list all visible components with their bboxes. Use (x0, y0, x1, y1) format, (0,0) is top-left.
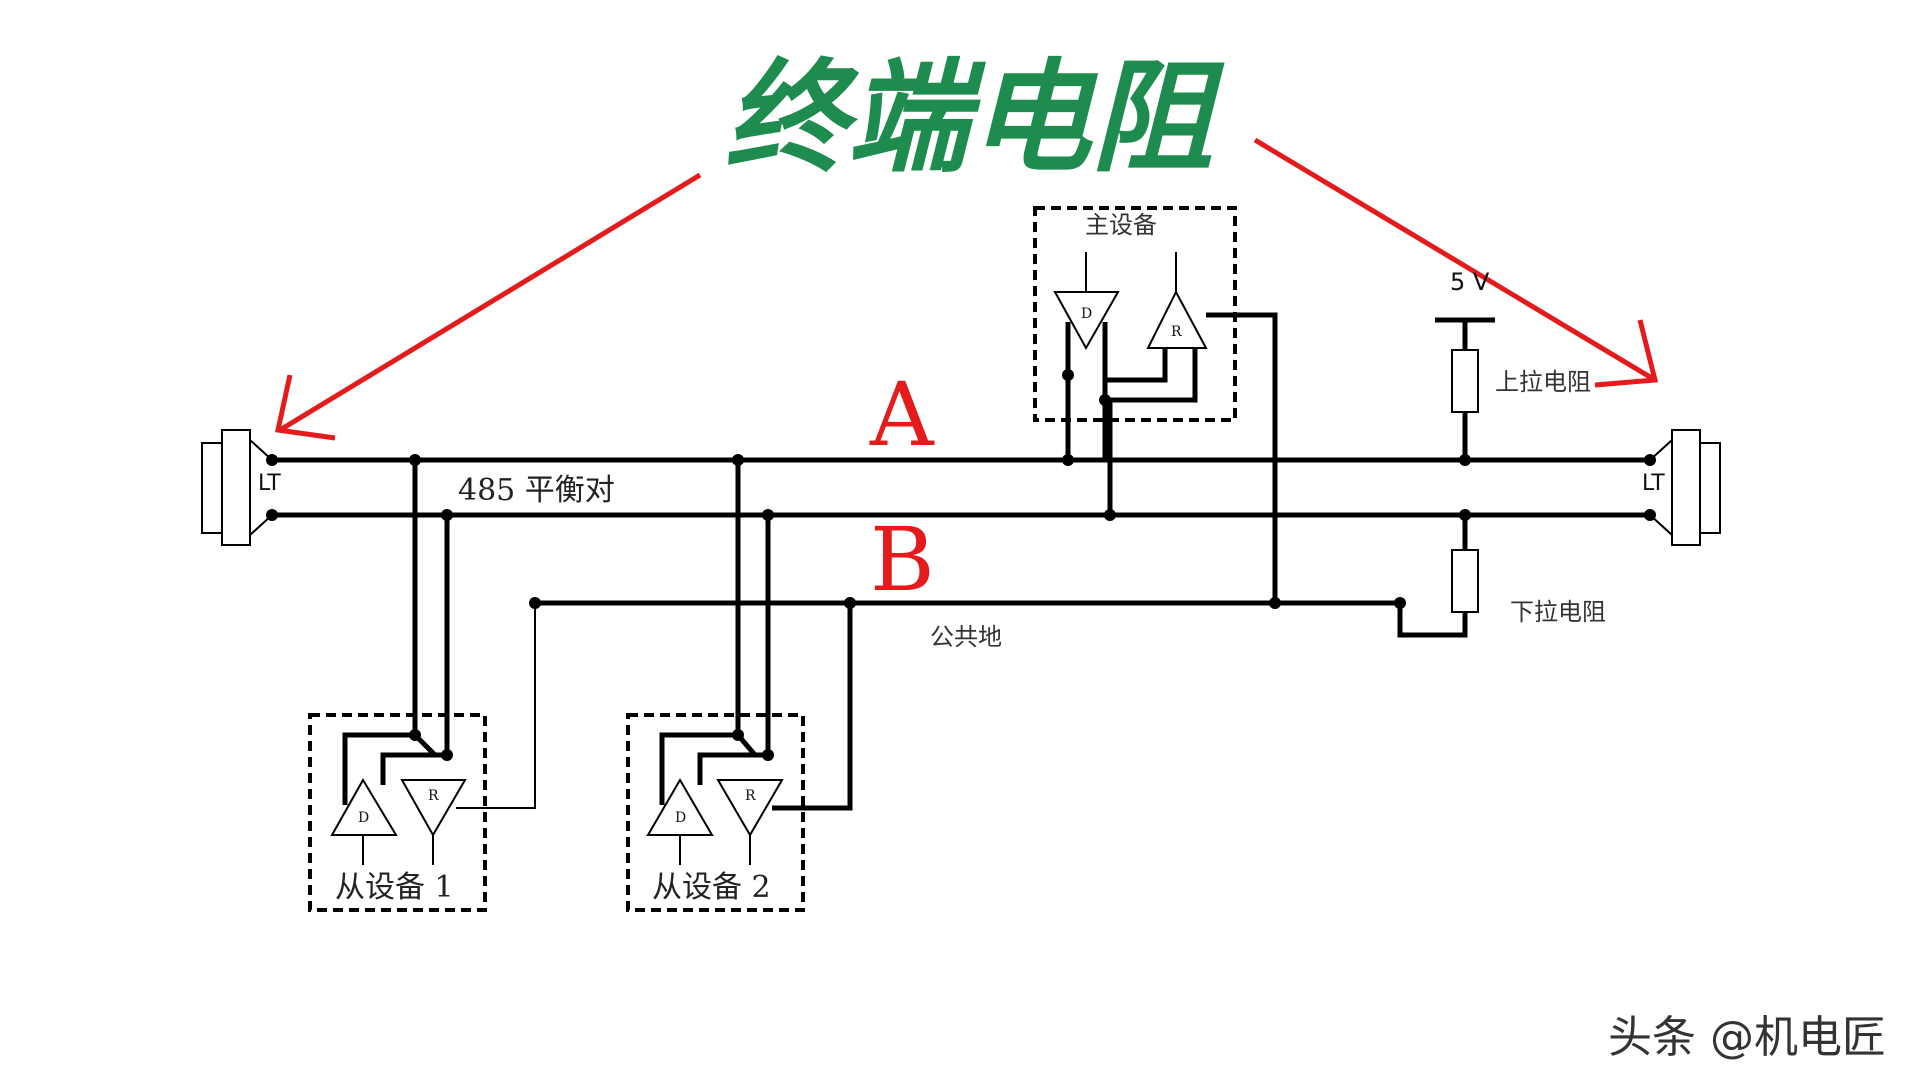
pullup-resistor: 5 V 上拉电阻 (1435, 268, 1591, 460)
arrow-left (274, 172, 702, 441)
svg-text:R: R (745, 788, 756, 804)
balanced-pair-label: 485 平衡对 (458, 473, 615, 508)
title: 终端电阻 (725, 47, 1225, 189)
master-receiver-amp (1146, 289, 1208, 349)
slave1-driver-amp (330, 778, 398, 836)
pulldown-resistor-label: 下拉电阻 (1510, 598, 1606, 626)
terminator-right: LT (1642, 429, 1721, 546)
terminator-left-label: LT (258, 471, 281, 496)
common-ground-label: 公共地 (930, 623, 1002, 651)
svg-text:D: D (358, 810, 369, 826)
svg-text:R: R (428, 788, 439, 804)
junction-dots (266, 369, 1656, 761)
slave-device-1-label: 从设备 1 (335, 870, 454, 905)
svg-text:D: D (1081, 306, 1092, 322)
line-a-label: A (869, 363, 935, 466)
master-device-label: 主设备 (1085, 211, 1157, 239)
terminator-right-label: LT (1642, 471, 1665, 496)
slave-device-2: D R 从设备 2 (626, 460, 853, 912)
pulldown-resistor: 下拉电阻 (1397, 515, 1606, 638)
slave-device-2-label: 从设备 2 (652, 870, 771, 905)
supply-label: 5 V (1450, 268, 1490, 296)
slave2-receiver-amp (716, 779, 784, 837)
watermark: 头条 @机电匠 (1608, 1012, 1886, 1063)
master-device: 主设备 D R (1033, 206, 1278, 603)
slave2-driver-amp (646, 778, 714, 836)
line-b-label: B (870, 508, 935, 611)
slave-device-1: D R 从设备 1 (308, 460, 536, 912)
svg-text:R: R (1171, 324, 1182, 340)
terminator-left: LT (201, 429, 281, 546)
arrow-right (1253, 137, 1659, 388)
slave1-receiver-amp (400, 779, 467, 838)
pullup-resistor-label: 上拉电阻 (1495, 368, 1591, 396)
svg-text:D: D (675, 810, 686, 826)
